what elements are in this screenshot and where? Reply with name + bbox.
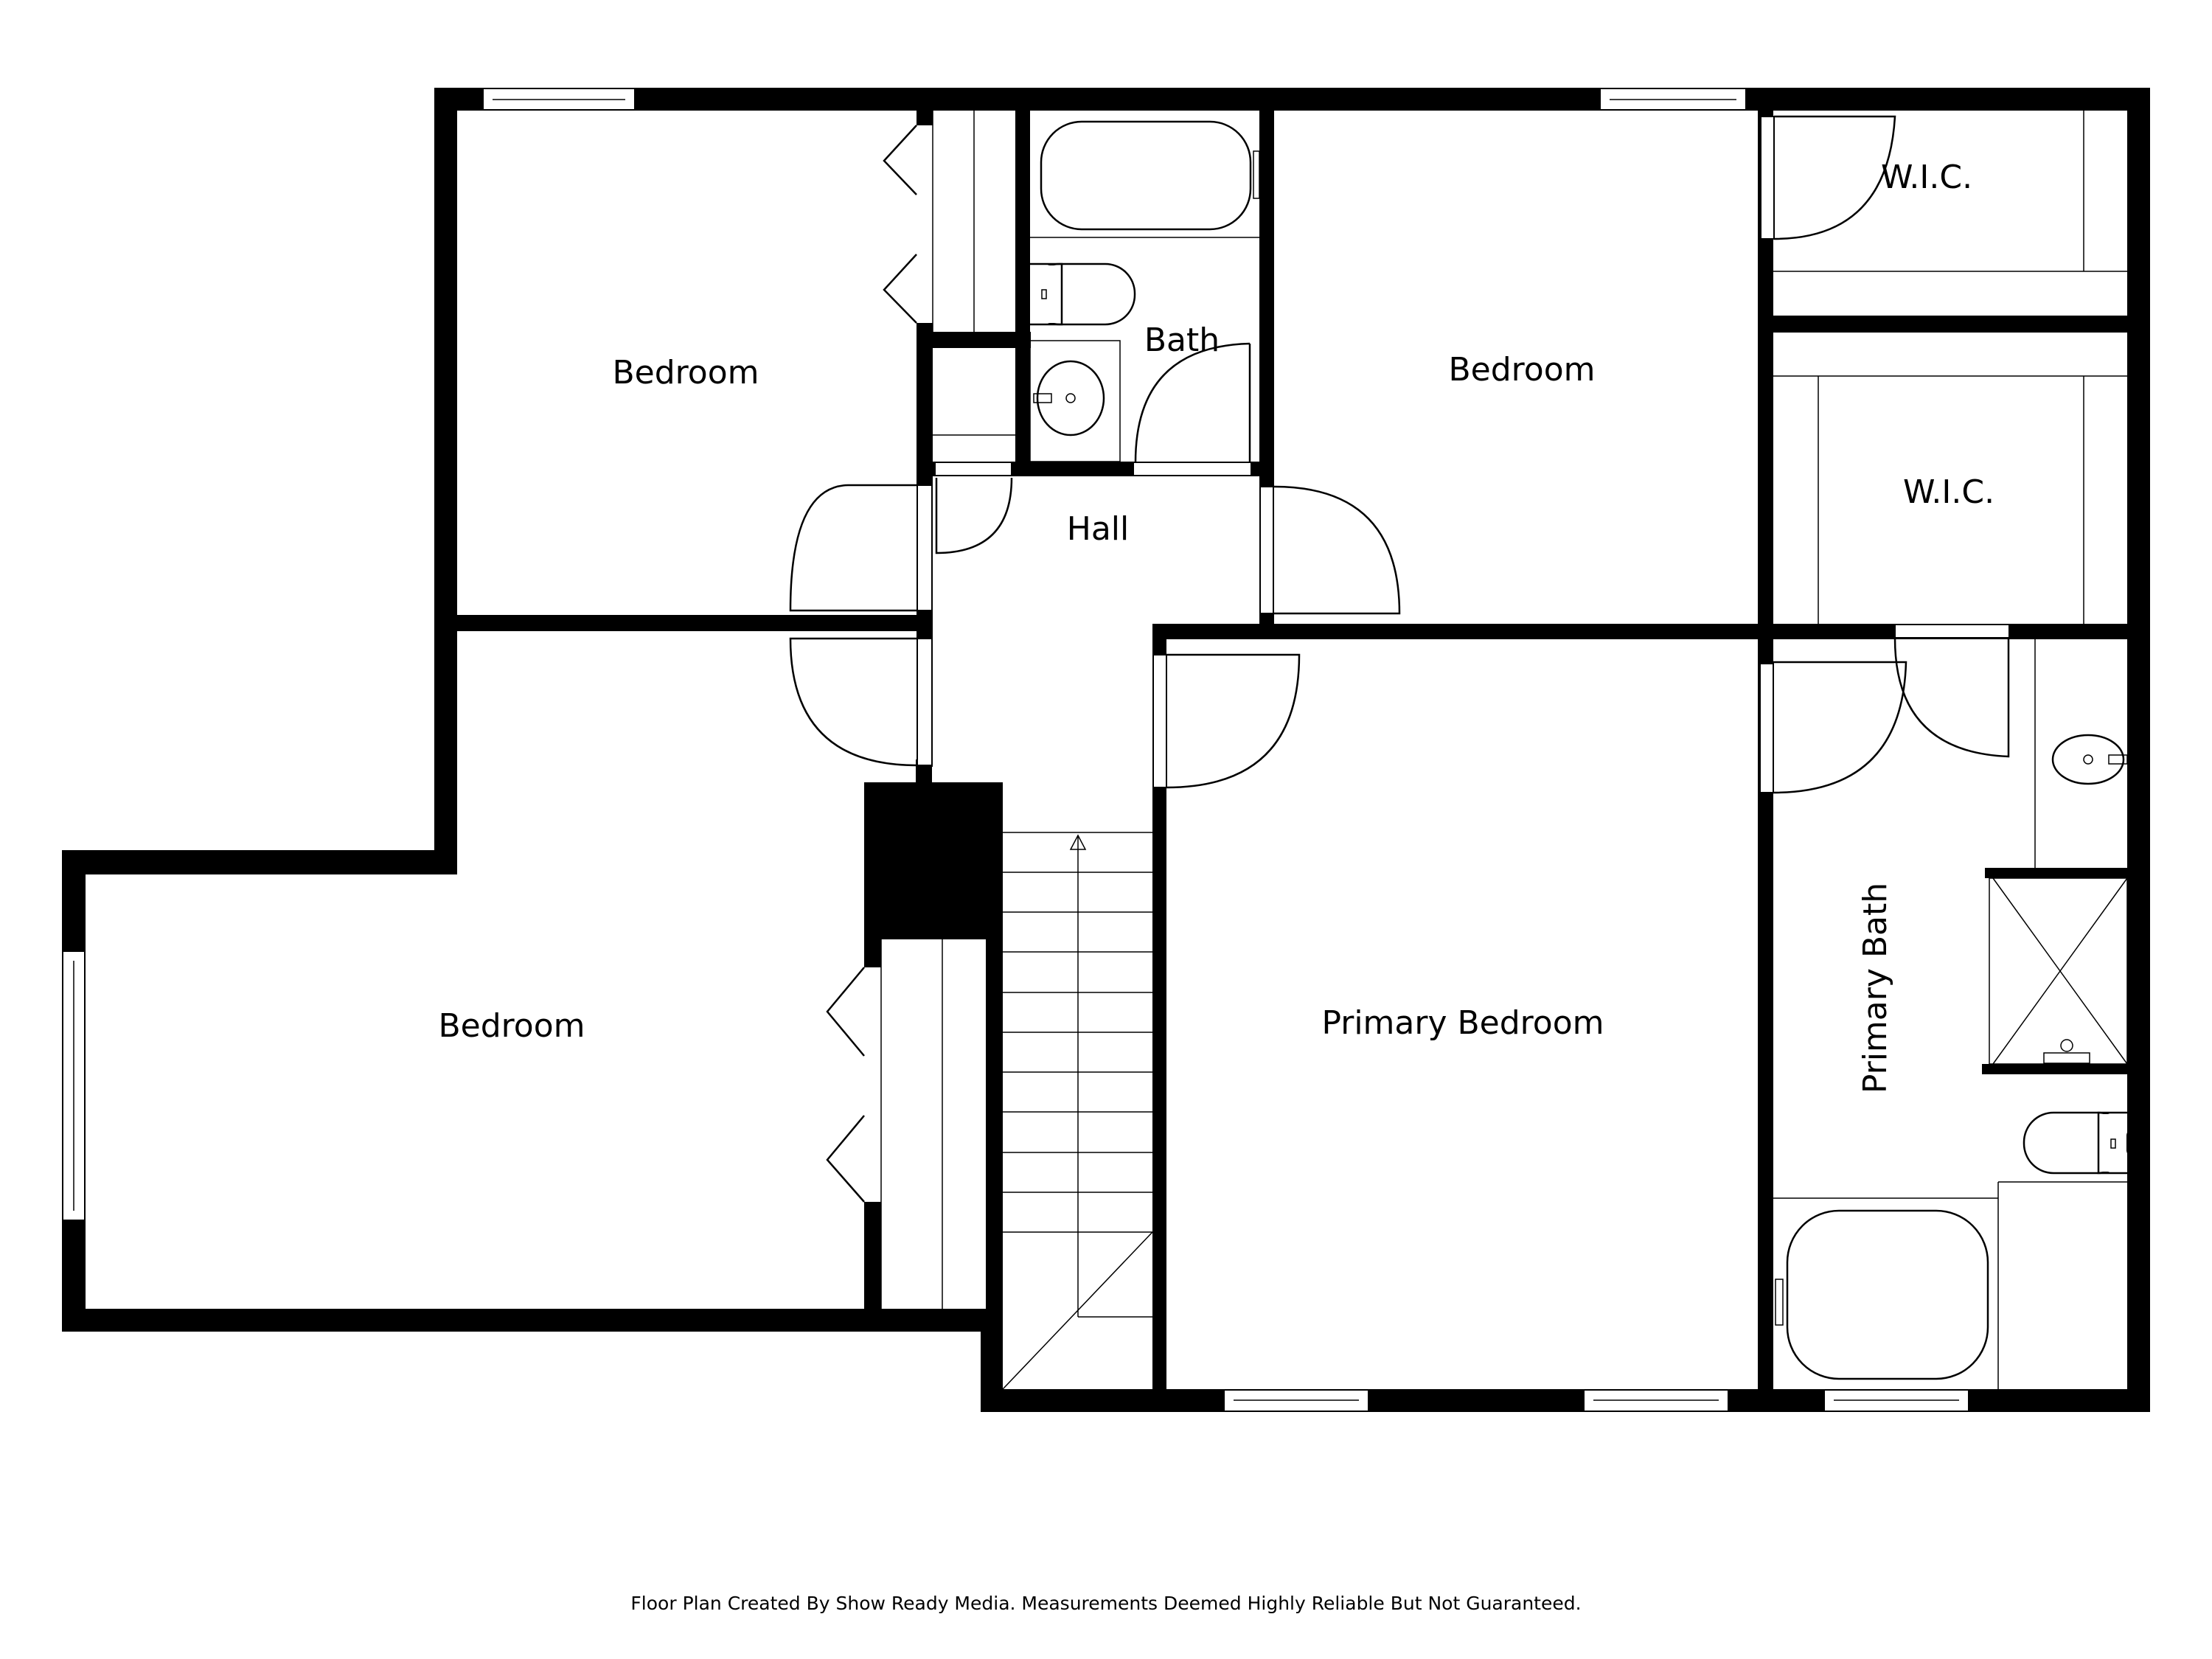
room-label-bedroom-upper-left: Bedroom — [612, 354, 759, 392]
bathtub-icon — [1786, 1209, 1989, 1380]
stair-up-arrow-icon — [1069, 834, 1087, 850]
shower-icon — [1989, 877, 2128, 1065]
staircase — [1002, 832, 1153, 1390]
windows — [62, 88, 1969, 1412]
interior-walls — [457, 88, 2150, 1412]
toilet-icon — [2023, 1111, 2129, 1175]
faucet-icon — [1253, 150, 1260, 199]
outer-walls — [62, 88, 2150, 1412]
primary-bath-fixtures — [1773, 639, 2129, 1389]
room-labels: Bedroom Bath Hall Bedroom W.I.C. W.I.C. … — [438, 159, 1994, 1093]
room-label-primary-bath: Primary Bath — [1857, 883, 1894, 1093]
doors — [789, 111, 2010, 1203]
room-label-bedroom-upper-right: Bedroom — [1448, 351, 1595, 389]
room-label-wic-middle: W.I.C. — [1903, 473, 1994, 511]
room-label-hall: Hall — [1067, 510, 1130, 548]
closets — [880, 111, 2127, 1309]
room-label-primary-bedroom: Primary Bedroom — [1321, 1004, 1604, 1042]
bath-fixtures — [1029, 120, 1260, 462]
sink-icon — [1036, 360, 1105, 437]
bathtub-icon — [1040, 120, 1252, 231]
room-label-wic-top: W.I.C. — [1881, 159, 1972, 196]
footer-credit: Floor Plan Created By Show Ready Media. … — [630, 1593, 1582, 1614]
room-label-bedroom-lower-left: Bedroom — [438, 1007, 585, 1045]
faucet-icon — [1775, 1279, 1784, 1326]
room-label-bath: Bath — [1144, 321, 1220, 359]
sink-icon — [2051, 734, 2125, 785]
